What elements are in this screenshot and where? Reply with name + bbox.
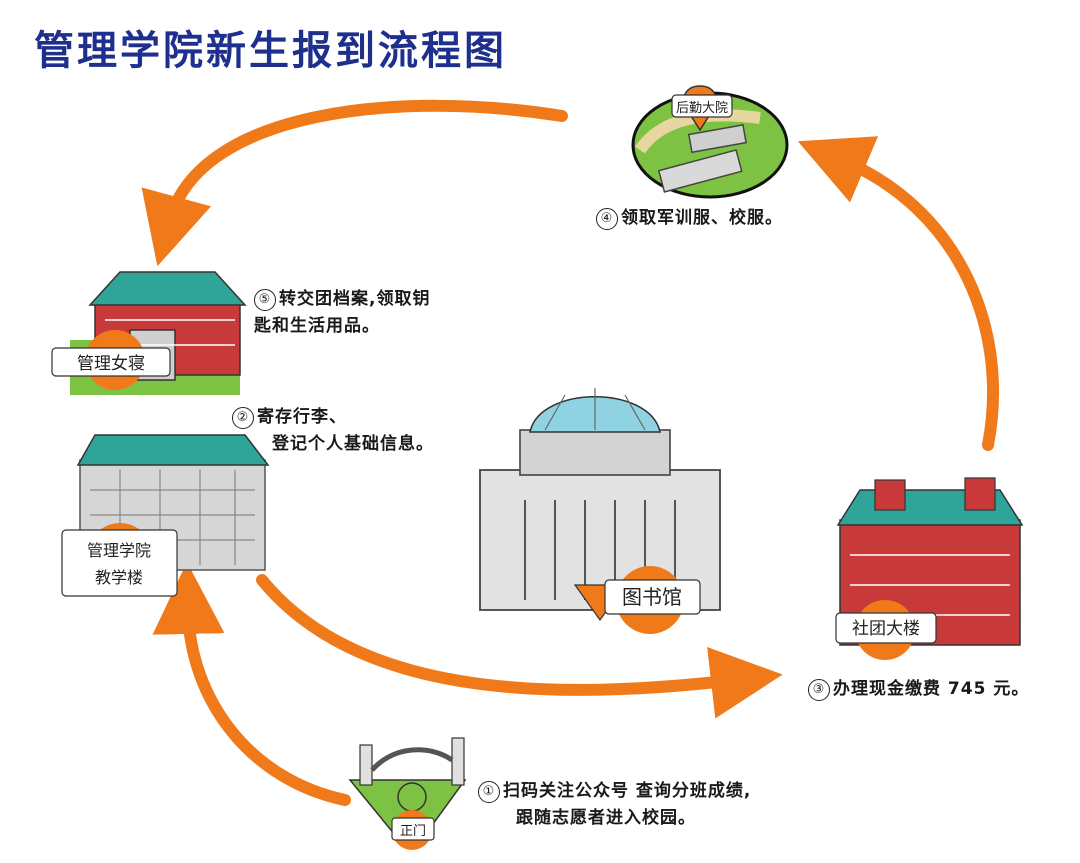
- teaching-label-line2: 教学楼: [95, 568, 143, 587]
- logistics-label: 后勤大院: [676, 101, 728, 116]
- step-5-number: ⑤: [254, 289, 276, 311]
- logistics-map-illustration: 后勤大院: [631, 85, 789, 199]
- arrow-club-to-logistics: [797, 136, 1000, 451]
- step-2-number: ②: [232, 407, 254, 429]
- step-1-line2: 跟随志愿者进入校园。: [516, 808, 696, 828]
- step-1-number: ①: [478, 781, 500, 803]
- step-5-line1: 转交团档案,领取钥: [279, 289, 431, 309]
- step-4-number: ④: [596, 208, 618, 230]
- dorm-label: 管理女寝: [77, 353, 145, 374]
- arrow-teaching-to-club: [256, 574, 783, 719]
- teaching-building-illustration: 管理学院 教学楼: [61, 434, 270, 597]
- club-label: 社团大楼: [852, 619, 920, 639]
- step-3-line1: 办理现金缴费 745 元。: [833, 679, 1030, 699]
- step-1-line1: 扫码关注公众号 查询分班成绩,: [503, 781, 752, 801]
- step-5-line2: 匙和生活用品。: [254, 316, 380, 336]
- gate-illustration: 正门: [348, 737, 467, 850]
- library-label: 图书馆: [622, 585, 682, 609]
- library-building-illustration: 图书馆: [479, 388, 721, 634]
- arrow-logistics-to-dorm: [141, 99, 568, 267]
- teaching-label-line1: 管理学院: [87, 541, 151, 560]
- gate-label: 正门: [400, 824, 426, 839]
- step-2-line1: 寄存行李、: [257, 407, 347, 427]
- dorm-building-illustration: 管理女寝: [51, 271, 247, 395]
- step-2-line2: 登记个人基础信息。: [272, 434, 434, 454]
- arrow-gate-to-teaching: [152, 562, 351, 806]
- club-building-illustration: 社团大楼: [835, 477, 1024, 660]
- step-4-line1: 领取军训服、校服。: [621, 208, 783, 228]
- page-title: 管理学院新生报到流程图: [34, 28, 507, 74]
- step-3-number: ③: [808, 679, 830, 701]
